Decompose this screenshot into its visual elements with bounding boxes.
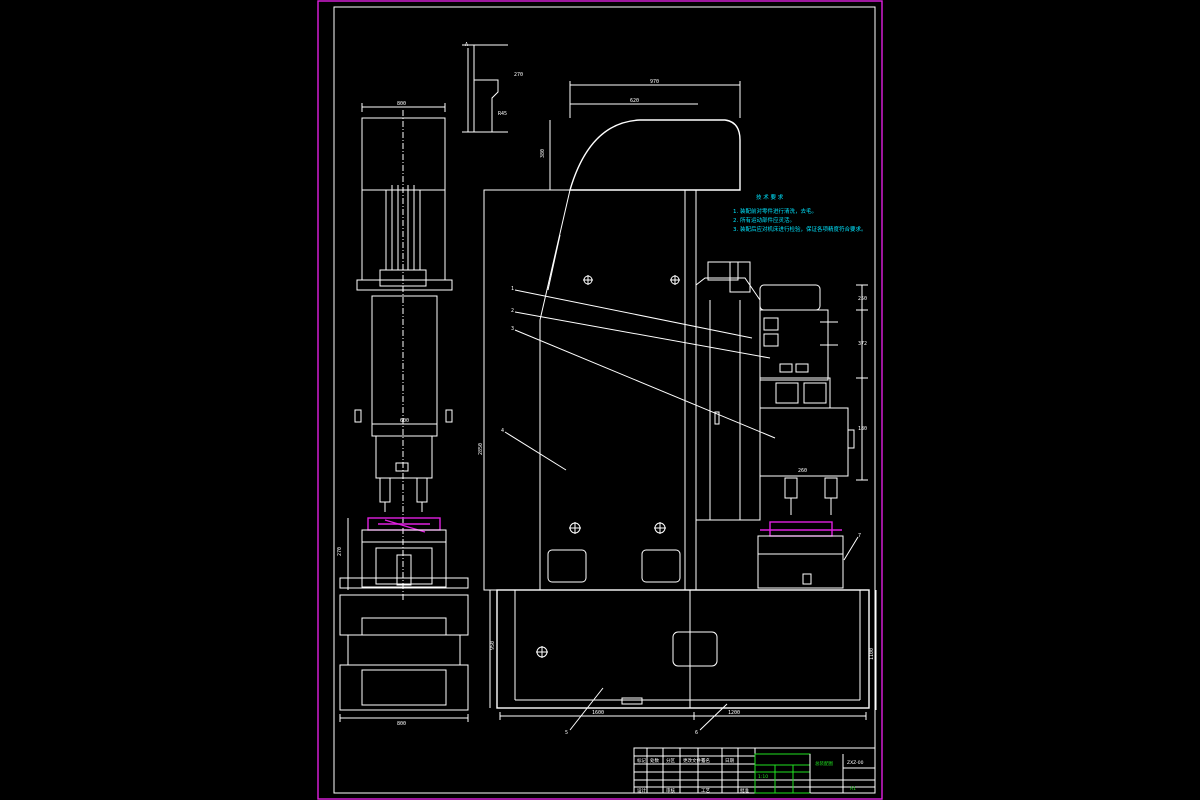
dim-top-width: 800 [397, 101, 406, 107]
dim-head-h2: 372 [858, 341, 867, 347]
tb-drawing-no: ZXZ-00 [847, 760, 864, 766]
dim-head-h1: 250 [858, 296, 867, 302]
tb-row-5: 签名 [701, 757, 710, 764]
tech-notes-heading: 技 术 要 求 [756, 193, 784, 201]
dim-base-height: 950 [490, 641, 496, 650]
tb-row-1: 标记 [637, 757, 646, 764]
tech-note-3: 3. 装配后应对机床进行检验，保证各项精度符合要求。 [733, 225, 867, 233]
tech-note-1: 1. 装配前对零件进行清洗，去毛。 [733, 207, 817, 215]
tb-row-6: 日期 [725, 758, 734, 764]
dim-head-width: 260 [798, 468, 807, 474]
leader-label-4: 4 [501, 428, 504, 434]
drawing-frame [333, 6, 876, 794]
tb-row-2: 处数 [650, 757, 659, 764]
tech-note-2: 2. 所有运动部件应灵活。 [733, 216, 795, 224]
tb-row-3: 分区 [666, 757, 675, 764]
leader-label-2: 2 [511, 308, 514, 314]
dim-overall-top: 970 [650, 79, 659, 85]
title-block: 标记 处数 分区 更改文件号 签名 日期 设计 审核 工艺 批准 总装配图 1:… [633, 747, 876, 794]
tb-row-4: 更改文件号 [683, 757, 706, 764]
tb-role-process: 工艺 [701, 788, 710, 794]
dim-inner-width: 620 [630, 98, 639, 104]
tb-role-approve: 批准 [740, 787, 749, 794]
tb-role-design: 设计 [637, 787, 646, 794]
dim-base-right: 1200 [728, 710, 740, 716]
profile-detail: A 270 R45 [462, 42, 523, 133]
dim-table-label: 1100 [869, 648, 875, 660]
tb-title: 总装配图 [815, 760, 833, 767]
dim-base-left: 1600 [592, 710, 604, 716]
side-view: 800 600 270 [337, 101, 469, 727]
dim-base-width: 800 [397, 721, 406, 727]
dim-profile-r: R45 [498, 111, 507, 117]
dim-spindle-width: 600 [400, 418, 409, 424]
dim-head-h3: 180 [858, 426, 867, 432]
leader-label-3: 3 [511, 326, 514, 332]
leader-label-7: 7 [858, 533, 861, 539]
tb-role-review: 审核 [666, 787, 675, 794]
leader-label-5: 5 [565, 730, 568, 736]
leader-label-1: 1 [511, 286, 514, 292]
profile-label-a: A [465, 42, 468, 48]
sheet-border [317, 0, 883, 800]
dim-profile-h: 270 [514, 72, 523, 78]
dim-fixture-height: 270 [337, 547, 343, 556]
dim-height-overall: 2850 [478, 443, 484, 455]
leader-lines [504, 289, 859, 731]
tb-sheet: A1 [850, 786, 856, 792]
dim-column-height: 380 [540, 149, 546, 158]
front-view: 970 620 380 2850 [478, 79, 877, 720]
tb-scale: 1:10 [758, 774, 768, 780]
technical-notes: 技 术 要 求 1. 装配前对零件进行清洗，去毛。 2. 所有运动部件应灵活。 … [733, 193, 867, 233]
leader-label-6: 6 [695, 730, 698, 736]
